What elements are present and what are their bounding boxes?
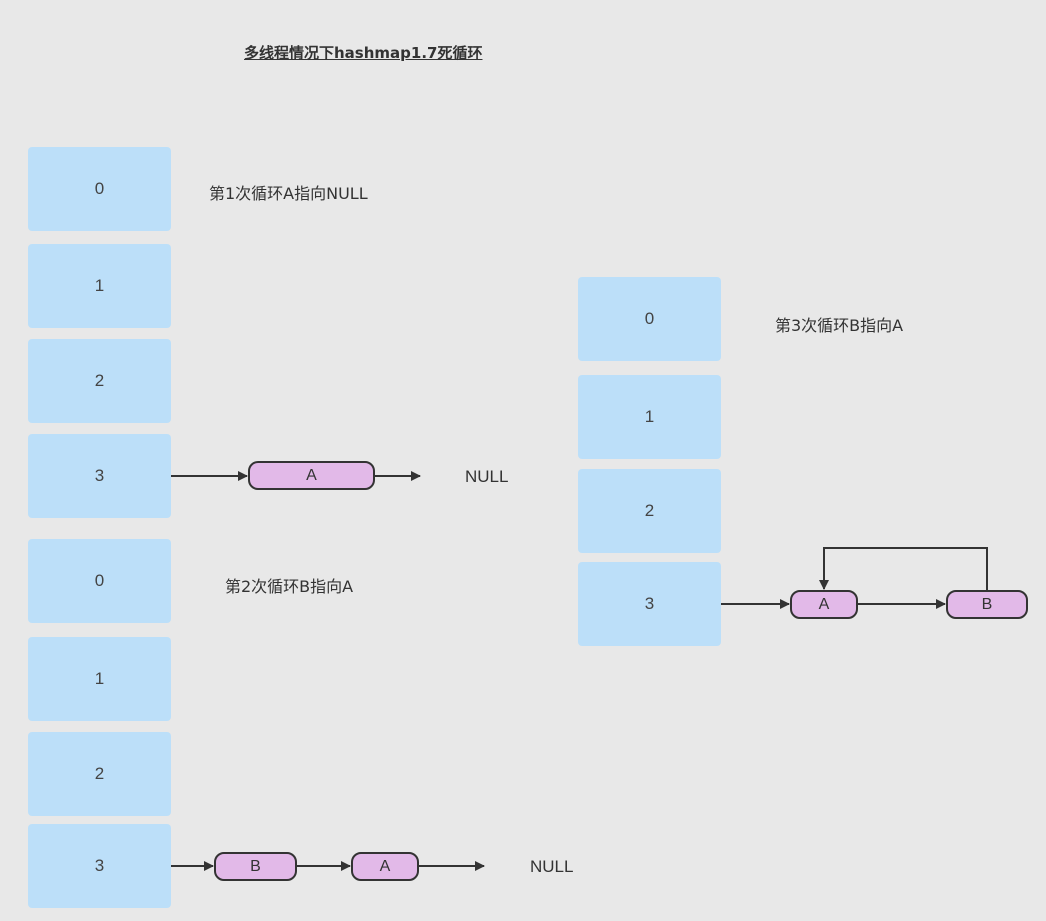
panel1-bucket-0: 0: [28, 147, 171, 231]
panel3-node-a: A: [790, 590, 858, 619]
panel2-caption: 第2次循环B指向A: [225, 577, 354, 596]
panel1-caption: 第1次循环A指向NULL: [209, 184, 368, 203]
panel2-null-label: NULL: [530, 857, 574, 876]
panel2-bucket-1: 1: [28, 637, 171, 721]
panel3-bucket-2: 2: [578, 469, 721, 553]
panel3-bucket-1: 1: [578, 375, 721, 459]
panel2-node-a: A: [351, 852, 419, 881]
diagram-title: 多线程情况下hashmap1.7死循环: [244, 44, 483, 62]
panel1-bucket-1: 1: [28, 244, 171, 328]
arrow-b-loop-to-a: [819, 547, 988, 590]
panel2-bucket-2: 2: [28, 732, 171, 816]
panel1-bucket-3: 3: [28, 434, 171, 518]
panel2-bucket-0: 0: [28, 539, 171, 623]
panel2-bucket-3: 3: [28, 824, 171, 908]
panel1-bucket-2: 2: [28, 339, 171, 423]
panel3-node-b: B: [946, 590, 1028, 619]
panel1-null-label: NULL: [465, 467, 509, 486]
panel3-bucket-3: 3: [578, 562, 721, 646]
panel1-node-a: A: [248, 461, 375, 490]
panel3-caption: 第3次循环B指向A: [775, 316, 904, 335]
panel3-bucket-0: 0: [578, 277, 721, 361]
panel2-node-b: B: [214, 852, 297, 881]
